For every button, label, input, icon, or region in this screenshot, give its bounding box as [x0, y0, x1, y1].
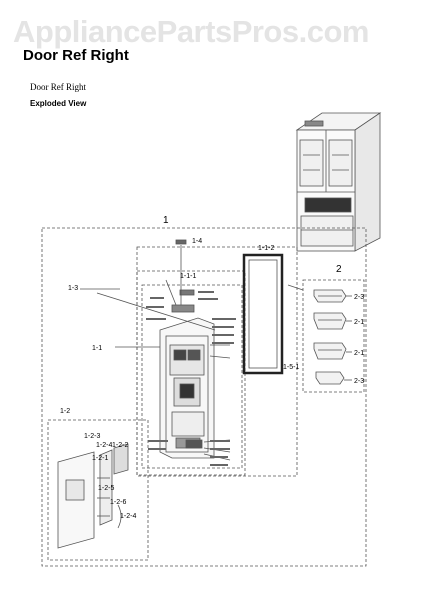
callout-2: 2 [336, 264, 342, 275]
callout-2-3-top: 2-3 [354, 294, 364, 301]
callout-1-5-1: 1-5-1 [283, 364, 299, 371]
door-bin-top [313, 289, 347, 303]
callout-1-2-1: 1-2-1 [92, 455, 108, 462]
group-1-2-boundary [47, 419, 149, 561]
page-title: Door Ref Right [23, 47, 129, 64]
callout-1-1-1: 1-1-1 [180, 273, 196, 280]
refrigerator-overview-illustration [295, 112, 382, 252]
callout-1-1: 1-1 [92, 345, 102, 352]
exploded-view-label: Exploded View [30, 99, 87, 108]
door-bin-middle-1 [313, 312, 347, 330]
watermark-logo: AppliancePartsPros.com [13, 14, 369, 49]
door-parts-boundary [141, 284, 243, 469]
diagram-subtitle: Door Ref Right [30, 82, 86, 92]
callout-2-3-bottom: 2-3 [354, 378, 364, 385]
door-bin-bottom [315, 371, 345, 385]
door-bin-middle-2 [313, 342, 347, 360]
callout-1-2-4-lower: 1-2-4 [120, 513, 136, 520]
door-assembly-boundary [136, 246, 298, 477]
callout-1-1-2: 1-1-2 [258, 245, 274, 252]
group-1-boundary [41, 227, 367, 567]
callout-2-1-second: 2-1 [354, 350, 364, 357]
bottom-hinge-part [185, 439, 203, 449]
callout-1-2-6: 1-2-6 [110, 499, 126, 506]
callout-1: 1 [163, 215, 169, 226]
callout-1-2: 1-2 [60, 408, 70, 415]
group-2-boundary [302, 279, 365, 393]
door-gasket [242, 253, 284, 375]
callout-1-2-4-upper: 1-2-4 [96, 442, 112, 449]
door-liner [159, 317, 215, 459]
door-front-panel [57, 443, 129, 549]
callout-1-2-2: 1-2-2 [112, 442, 128, 449]
hinge-cover-part [175, 239, 187, 245]
callout-2-1-first: 2-1 [354, 319, 364, 326]
callout-1-2-5: 1-2-5 [98, 485, 114, 492]
door-cap-part [171, 304, 195, 313]
small-part-labels [146, 291, 236, 466]
callout-1-2-3: 1-2-3 [84, 433, 100, 440]
callout-1-3: 1-3 [68, 285, 78, 292]
callout-1-4: 1-4 [192, 238, 202, 245]
